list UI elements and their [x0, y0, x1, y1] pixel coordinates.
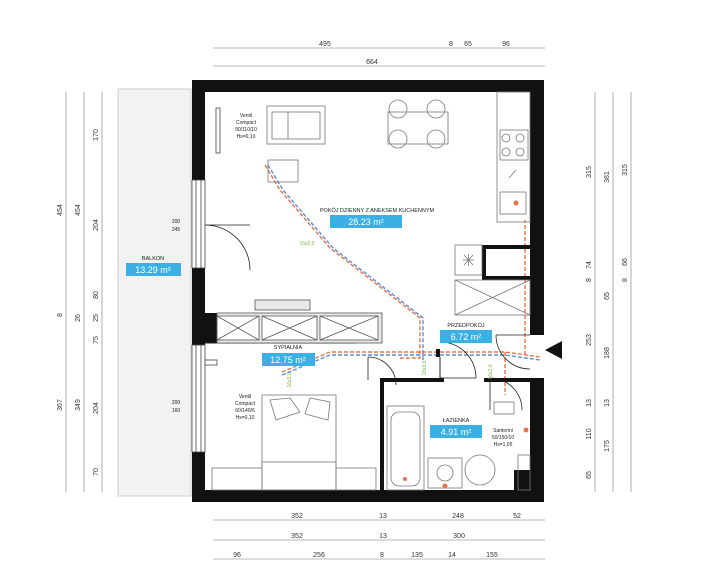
- room-area-bedroom: 12.75 m²: [270, 355, 306, 365]
- dim-top-4: 96: [502, 41, 510, 48]
- dining-table-icon: [387, 99, 449, 149]
- opening-label-1b: 245: [172, 227, 181, 233]
- dim-right-13: 315: [622, 164, 629, 176]
- dim-bottom-2: 13: [379, 513, 387, 520]
- pipe-label-3: 16x2,0: [422, 360, 428, 375]
- dim-right-10: 188: [604, 347, 611, 359]
- room-name-living: POKÓJ DZIENNY Z ANEKSEM KUCHENNYM: [320, 207, 435, 214]
- heater-note-bathroom: Santorini 50/150/10 Hs=1,05: [492, 428, 514, 448]
- svg-text:Hs=1,05: Hs=1,05: [494, 442, 513, 448]
- svg-text:Compact: Compact: [235, 401, 256, 407]
- area-badge-bath: [430, 425, 482, 438]
- dim-bottom-10: 8: [380, 552, 384, 559]
- dim-bottom-7: 300: [453, 533, 465, 540]
- doors: [204, 224, 531, 411]
- dim-bottom-13: 155: [486, 552, 498, 559]
- dim-top-3: 65: [464, 41, 472, 48]
- dim-top-1: 495: [319, 41, 331, 48]
- opening-label-1a: 200: [172, 219, 181, 225]
- pipe-label-2: 16x2,0: [287, 372, 293, 387]
- dim-right-4: 253: [586, 334, 593, 346]
- opening-label-2b: 160: [172, 408, 181, 414]
- dim-left-1: 454: [57, 204, 64, 216]
- dim-bottom-8: 96: [233, 552, 241, 559]
- dim-top-total: 664: [366, 59, 378, 66]
- svg-text:Hs=0,10: Hs=0,10: [236, 415, 255, 421]
- dim-left-6: 349: [75, 399, 82, 411]
- opening-label-2a: 200: [172, 400, 181, 406]
- dim-top-2: 8: [449, 41, 453, 48]
- dim-bottom-9: 256: [313, 552, 325, 559]
- svg-text:Santorini: Santorini: [493, 428, 513, 434]
- windows: [191, 107, 221, 453]
- dim-right-11: 13: [604, 399, 611, 407]
- pipe-label-1: 16x2,0: [299, 241, 314, 247]
- dim-right-12: 175: [604, 440, 611, 452]
- dim-left-13: 70: [93, 468, 100, 476]
- svg-text:60/140/6: 60/140/6: [235, 408, 255, 414]
- dim-right-14: 66: [622, 258, 629, 266]
- svg-text:Ventil: Ventil: [240, 113, 252, 119]
- dim-right-6: 110: [586, 428, 593, 439]
- room-area-balcony: 13.29 m²: [135, 265, 171, 275]
- svg-text:90/110/10: 90/110/10: [235, 127, 257, 133]
- pipe-label-4: 16x2,0: [488, 364, 494, 379]
- dim-bottom-1: 352: [291, 513, 303, 520]
- dimension-lines: [65, 47, 632, 560]
- dim-bottom-4: 52: [513, 513, 521, 520]
- room-name-bedroom: SYPIALNIA: [274, 345, 303, 351]
- svg-text:Ventil: Ventil: [239, 394, 251, 400]
- svg-text:50/150/10: 50/150/10: [492, 435, 514, 441]
- dim-bottom-6: 13: [379, 533, 387, 540]
- area-badge-balcony: [126, 263, 181, 276]
- tv-unit-icon: [267, 159, 299, 183]
- dim-left-4: 454: [75, 204, 82, 216]
- dim-left-9: 80: [93, 291, 100, 299]
- dim-left-8: 204: [93, 219, 100, 231]
- dim-left-2: 8: [57, 313, 64, 317]
- dim-right-8: 381: [604, 171, 611, 183]
- sofa-icon: [266, 105, 326, 145]
- dim-left-10: 25: [93, 314, 100, 322]
- dim-left-3: 367: [57, 399, 64, 411]
- bathroom-fixtures: [386, 401, 531, 491]
- area-badge-bedroom: [262, 353, 315, 366]
- dim-right-7: 65: [586, 471, 593, 479]
- dim-right-9: 65: [604, 292, 611, 300]
- area-badge-hall: [440, 330, 492, 343]
- dim-bottom-12: 14: [448, 552, 456, 559]
- svg-text:Compact: Compact: [236, 120, 257, 126]
- dim-bottom-5: 352: [291, 533, 303, 540]
- entrance-arrow-icon: [545, 341, 562, 359]
- dim-right-5: 13: [586, 399, 593, 407]
- window-note-bedroom: Ventil Compact 60/140/6 Hs=0,10: [235, 394, 256, 421]
- window-note-living: Ventil Compact 90/110/10 Hs=0,10: [235, 113, 257, 140]
- dim-bottom-3: 248: [452, 513, 464, 520]
- dim-right-15: 8: [622, 278, 629, 282]
- dim-left-12: 204: [93, 402, 100, 414]
- room-area-bath: 4.91 m²: [441, 427, 472, 437]
- room-area-hall: 6.72 m²: [451, 332, 482, 342]
- svg-text:Hs=0,10: Hs=0,10: [237, 134, 256, 140]
- wardrobe-icon: [216, 299, 383, 344]
- dim-bottom-11: 135: [411, 552, 423, 559]
- dim-left-5: 26: [75, 314, 82, 322]
- boiler-cabinet: [454, 244, 531, 316]
- room-name-balcony: BALKON: [142, 256, 164, 262]
- balcony-area: [117, 88, 192, 497]
- dim-left-7: 170: [93, 129, 100, 141]
- room-area-living: 28.23 m²: [348, 217, 384, 227]
- room-name-bath: ŁAZIENKA: [443, 418, 470, 424]
- dim-right-3: 8: [586, 278, 593, 282]
- area-badge-living: [330, 215, 402, 228]
- dim-left-11: 75: [93, 336, 100, 344]
- bed-icon: [211, 394, 377, 491]
- kitchen-counter: [496, 91, 531, 223]
- dim-right-2: 74: [586, 261, 593, 269]
- room-name-hall: PRZEDPOKÓJ: [447, 322, 485, 329]
- dim-right-1: 315: [586, 166, 593, 178]
